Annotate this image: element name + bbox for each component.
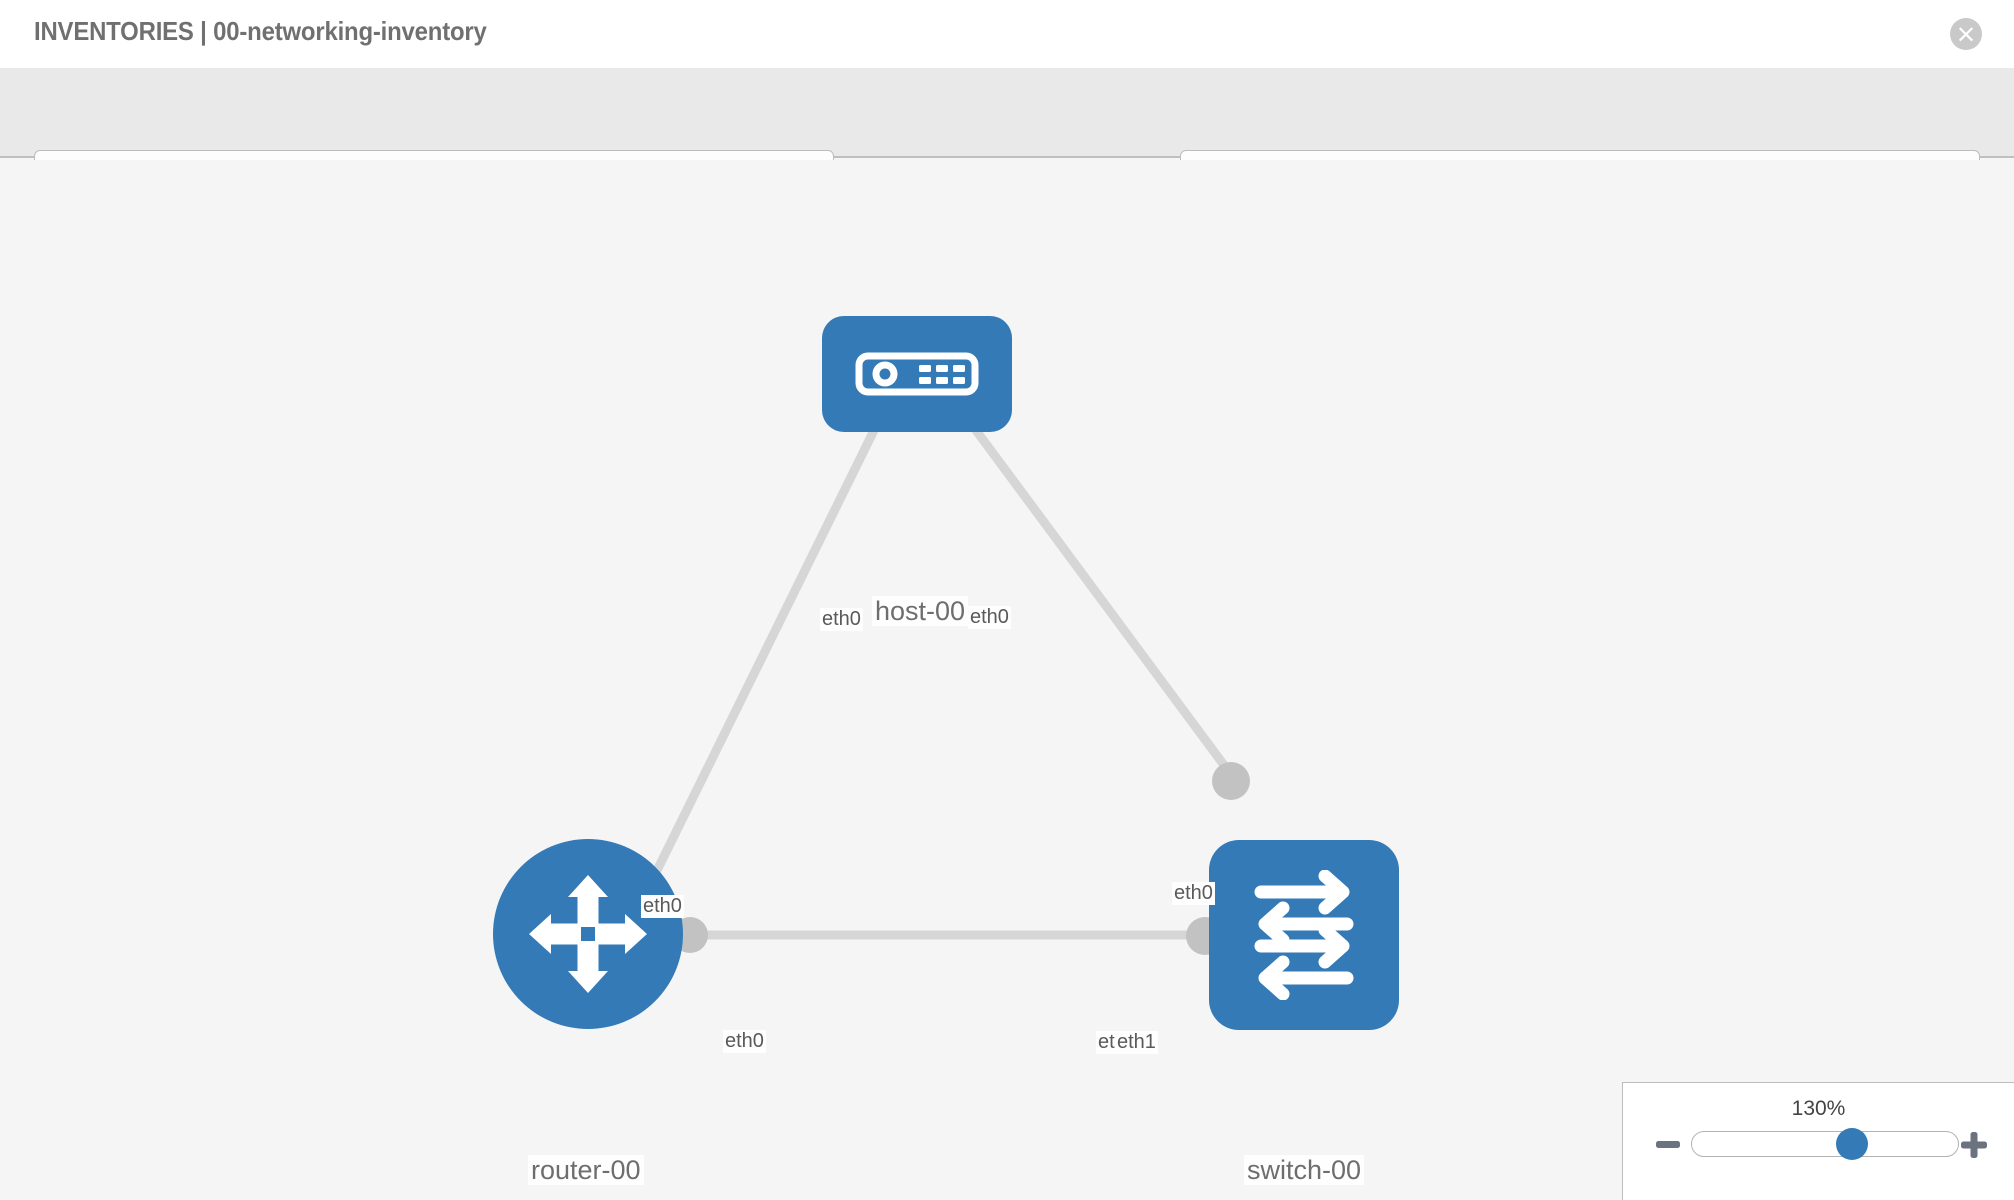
node-host-00[interactable] — [822, 316, 1012, 432]
port-dot-switch-up — [1212, 762, 1250, 800]
zoom-slider-thumb[interactable] — [1835, 1128, 1868, 1160]
switch-icon — [1254, 870, 1354, 1000]
topology-links — [635, 401, 1240, 940]
node-router-00[interactable] — [493, 839, 683, 1029]
close-icon[interactable] — [1950, 18, 1982, 50]
router-icon — [529, 875, 647, 993]
minus-icon[interactable] — [1655, 1131, 1681, 1157]
port-label-switch-eth0-uplink: eth0 — [1172, 882, 1215, 905]
topology-canvas[interactable]: host-00 router-00 — [0, 160, 2014, 1200]
node-router-00-label: router-00 — [528, 1155, 644, 1186]
node-router-00-shape — [493, 839, 683, 1029]
plus-icon[interactable] — [1960, 1131, 1988, 1159]
link-host-router — [635, 401, 891, 910]
node-switch-00-label: switch-00 — [1244, 1155, 1365, 1186]
link-host-switch — [953, 401, 1240, 785]
zoom-level-label: 130% — [1791, 1097, 1846, 1120]
zoom-control-panel: 130% — [1622, 1082, 2014, 1200]
page-header: INVENTORIES | 00-networking-inventory — [0, 0, 2014, 68]
node-switch-00-shape — [1209, 840, 1399, 1030]
port-label-host-eth0-left: eth0 — [820, 608, 863, 631]
zoom-slider[interactable] — [1691, 1128, 1959, 1160]
port-label-router-eth0-uplink: eth0 — [641, 895, 684, 918]
toolbar: ACTIONS — [0, 68, 2014, 202]
node-host-00-shape — [822, 316, 1012, 432]
port-label-switch-eth1-left: eth1 — [1115, 1031, 1158, 1054]
page-title: INVENTORIES | 00-networking-inventory — [34, 16, 487, 46]
port-label-host-eth0-right: eth0 — [968, 606, 1011, 629]
port-label-router-eth0-right: eth0 — [723, 1030, 766, 1053]
node-switch-00[interactable] — [1209, 840, 1399, 1030]
node-host-00-label: host-00 — [872, 596, 969, 627]
server-icon — [855, 352, 979, 396]
